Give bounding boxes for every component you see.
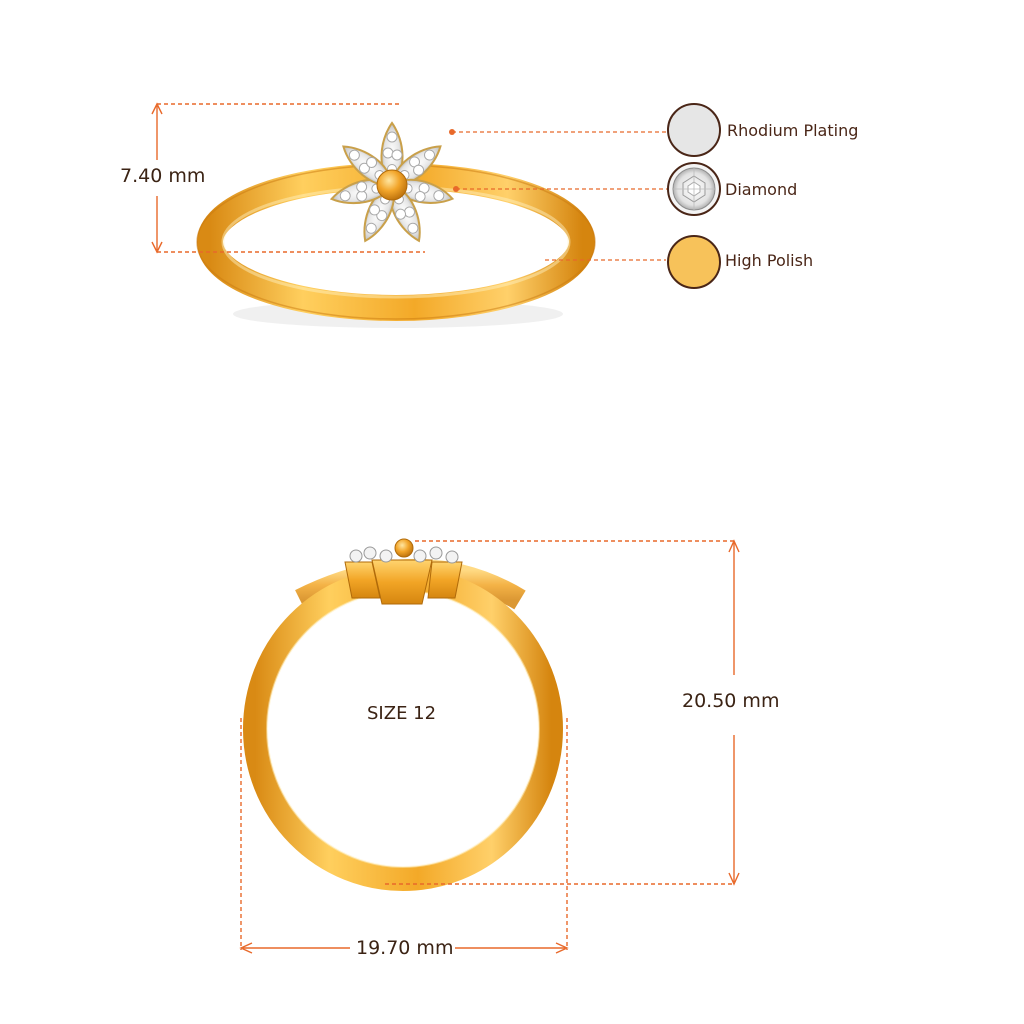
ring-top-view xyxy=(196,122,596,328)
flower-motif xyxy=(328,122,456,247)
ring-band-inner-line xyxy=(266,590,540,868)
polish-swatch-icon xyxy=(667,235,721,289)
legend-swatches xyxy=(667,103,721,289)
dimension-lines-front xyxy=(239,539,740,954)
dimension-height-side: 20.50 mm xyxy=(680,690,782,712)
legend-label-rhodium: Rhodium Plating xyxy=(727,121,859,140)
diamond-swatch-icon xyxy=(667,162,721,216)
legend-label-polish: High Polish xyxy=(725,251,814,270)
ring-band-front xyxy=(243,567,563,891)
ring-front-view xyxy=(243,538,563,891)
ring-size-label: SIZE 12 xyxy=(367,703,437,724)
dimension-lines-top xyxy=(151,102,425,254)
legend-label-diamond: Diamond xyxy=(725,180,798,199)
leader-dots xyxy=(449,129,459,192)
dimension-height-top: 7.40 mm xyxy=(118,165,208,187)
legend-leader-lines xyxy=(452,131,668,261)
dimension-width: 19.70 mm xyxy=(354,937,456,959)
center-bead xyxy=(376,169,408,201)
flower-setting-side xyxy=(344,538,463,605)
rhodium-swatch-icon xyxy=(667,103,721,157)
